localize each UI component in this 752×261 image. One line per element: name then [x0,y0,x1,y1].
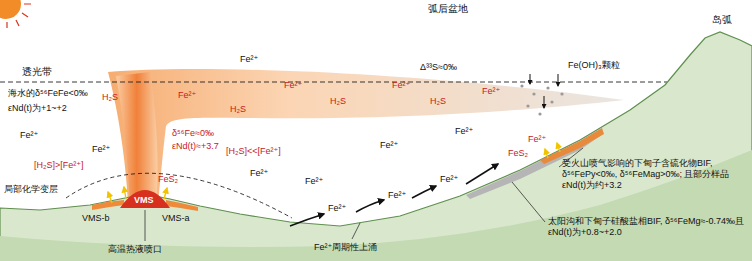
particle-label: Fe(OH)₃颗粒 [568,60,620,71]
settling-arrow [558,74,559,86]
species-label: H₂S [430,96,446,107]
upwelling-arrow [412,186,436,198]
isotope-note: Δ³³S≈0‰ [420,62,457,73]
leader-line [512,182,545,222]
vms-mound [120,190,170,208]
crust-layer [0,150,752,261]
callout-note: 受火山喷气影响的下甸子含硫化物BIF, δ⁵⁶FePy<0‰, δ⁵⁶FeMag… [562,158,748,190]
fluid-arrow [164,188,167,199]
species-label: H₂S [102,92,118,103]
upwelling-arrow [356,200,384,212]
region-name: 弧后盆地 [428,3,468,15]
sun-disc [0,0,21,19]
isotope-note: δ⁵⁶Fe≈0‰ [172,128,214,139]
ion-label: Fe²⁺ [20,130,38,141]
fluid-arrow [124,187,126,199]
photic-zone-line [0,82,667,83]
particle-dot [520,84,523,87]
sun-symbol [0,0,31,28]
callout-note: 太阳沟和下甸子硅酸盐相BIF, δ⁵⁶FeMg≈-0.74‰且εNd(t)为+0… [548,216,748,238]
vms-lens [166,200,198,211]
upwelling-arrow [466,164,498,184]
species-label: H₂S [230,104,246,115]
ion-label: Fe²⁺ [440,174,458,185]
particle-dots [520,84,563,115]
ion-label: Fe²⁺ [388,190,406,201]
species-label: H₂S [330,96,346,107]
ion-label: Fe²⁺ [178,90,196,101]
ion-label: Fe²⁺ [284,80,302,91]
sun-rays [7,4,31,28]
fluid-arrow [557,143,560,152]
ion-label: Fe²⁺ [528,134,546,145]
zone-name: 透光带 [22,66,52,78]
ion-label: Fe²⁺ [250,168,268,179]
particle-dot [538,112,541,115]
leader-line [145,210,146,241]
mineral-label: FeS₂ [158,174,178,185]
concentration-note: [H₂S]>[Fe²⁺] [34,160,84,171]
region-name: 岛弧 [712,14,732,26]
ion-label: Fe²⁺ [305,176,323,187]
ion-label: Fe²⁺ [240,54,258,65]
settling-arrows [530,74,558,108]
vent-label: VMS [134,195,154,206]
particle-dot [526,104,529,107]
vms-lens [92,200,124,210]
chemocline-label: 局部化学变层 [4,184,58,195]
mineral-label: FeS₂ [508,148,528,159]
ion-label: Fe²⁺ [380,140,398,151]
leader-lines [145,148,583,241]
ion-label: Fe²⁺ [482,86,500,97]
isotope-note: εNd(t)≈+3.7 [172,141,219,152]
leader-line [352,223,360,239]
deposit-label: VMS-a [162,213,190,224]
settling-arrow [530,74,531,84]
upwelling-arrows [290,164,498,226]
fluid-arrow [108,192,112,203]
particle-dot [546,86,549,89]
vent-label: 高温热液喷口 [108,244,162,255]
ion-label: Fe²⁺ [392,80,410,91]
particle-dot [550,100,553,103]
upwelling-arrow [290,214,324,226]
ion-label: Fe²⁺ [328,203,346,214]
fluid-arrows [108,143,560,203]
particle-dot [560,92,563,95]
settling-arrow [544,96,545,108]
concentration-note: [H₂S]<<[Fe²⁺] [226,146,281,157]
deposit-label: VMS-b [82,213,110,224]
ion-label: Fe²⁺ [455,126,473,137]
fluid-arrow [545,149,548,158]
plume-column [116,72,158,204]
particle-dot [532,92,535,95]
seafloor-ground [0,32,752,261]
chemocline-line [66,173,292,218]
seawater-note: 海水的δ⁵⁶FeFe<0‰ [8,88,88,99]
seawater-note: εNd(t)为+1~+2 [8,103,67,114]
ion-label: Fe²⁺ [92,144,110,155]
process-label: Fe²⁺周期性上涌 [314,242,377,253]
